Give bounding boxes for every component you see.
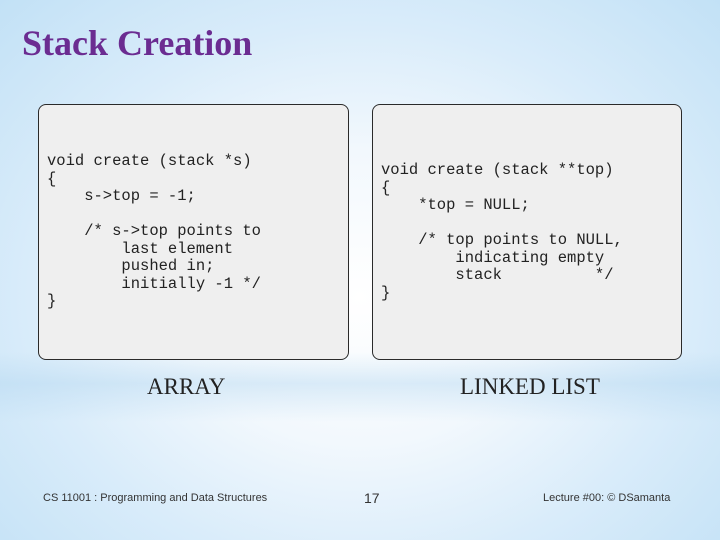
linked-list-code: void create (stack **top) { *top = NULL;…	[381, 161, 623, 302]
array-code-panel: void create (stack *s) { s->top = -1; /*…	[38, 104, 349, 360]
linked-list-code-panel: void create (stack **top) { *top = NULL;…	[372, 104, 682, 360]
lecture-footer: Lecture #00: © DSamanta	[543, 492, 671, 504]
course-footer: CS 11001 : Programming and Data Structur…	[43, 492, 268, 504]
page-number: 17	[364, 490, 380, 506]
background-band	[0, 352, 720, 422]
array-code: void create (stack *s) { s->top = -1; /*…	[47, 152, 261, 310]
linked-list-caption: LINKED LIST	[460, 374, 600, 399]
array-caption: ARRAY	[147, 374, 226, 399]
slide-title: Stack Creation	[22, 23, 253, 63]
